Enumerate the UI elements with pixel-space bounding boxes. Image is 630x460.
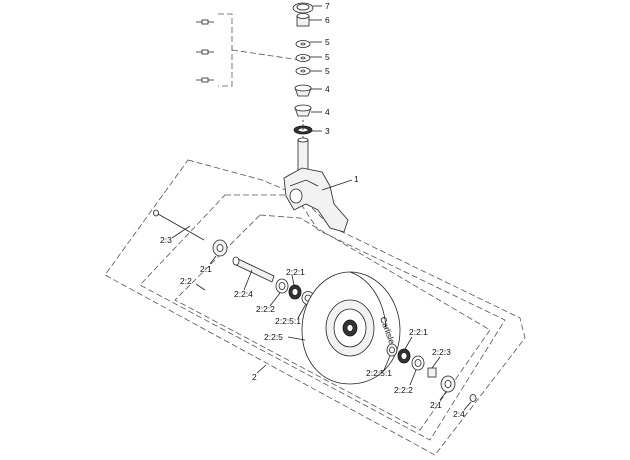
shim-icon: [201, 77, 209, 83]
seal-part-2-2-2: [411, 355, 425, 371]
race-part-2-2-5-1: [386, 343, 398, 357]
callout-6: 6: [325, 15, 330, 25]
callout-4: 4: [325, 107, 330, 117]
spindle-stack: [292, 2, 314, 138]
bolt-part-2-3: [153, 209, 205, 241]
callout-2-2-3: 2:2:3: [432, 347, 451, 357]
axle-sleeve-part-2-2-4: [232, 256, 275, 283]
shim-inset-frame: [218, 13, 233, 87]
washer-part-5: [295, 54, 311, 62]
fork-body: [283, 167, 349, 233]
nut-part-2-4: [469, 394, 477, 402]
callout-2-2-5-1: 2:2:5:1: [275, 316, 301, 326]
callout-5: 5: [325, 66, 330, 76]
callout-frames: [104, 13, 526, 456]
callout-2-2-1: 2:2:1: [286, 267, 305, 277]
assembly-2-frame: [104, 159, 526, 456]
callout-2: 2: [252, 372, 257, 382]
washer-part-5: [295, 40, 311, 48]
wheel-part-2-2-5: Carlisle: [301, 271, 401, 385]
callout-2-2-5: 2:2:5: [264, 332, 283, 342]
right-spacer-group: [440, 375, 477, 402]
callout-2-2-5-1: 2:2:5:1: [366, 368, 392, 378]
shim-icon: [201, 49, 209, 55]
callout-2-1: 2:1: [200, 264, 212, 274]
callout-5: 5: [325, 52, 330, 62]
callout-2-2-2: 2:2:2: [256, 304, 275, 314]
fork-spindle: [297, 139, 309, 173]
seal-part-2-2-2: [275, 278, 289, 294]
fork-hole: [289, 188, 303, 204]
callout-4: 4: [325, 84, 330, 94]
assembly-2-2-frame: [139, 194, 506, 441]
callout-2-2: 2:2: [180, 276, 192, 286]
callout-2-2-2: 2:2:2: [394, 385, 413, 395]
callout-2-4: 2:4: [453, 409, 465, 419]
callout-5: 5: [325, 37, 330, 47]
callout-7: 7: [325, 1, 330, 11]
spacer-part-2-2-3: [427, 367, 437, 378]
callout-2-1: 2:1: [430, 400, 442, 410]
right-bearing-group: [386, 343, 437, 378]
callout-2-2-1: 2:2:1: [409, 327, 428, 337]
shim-inset: [196, 19, 214, 83]
washer-part-5: [295, 67, 311, 75]
caster-fork-part-1: [283, 137, 349, 233]
callout-labels: 7 6 5 5 5 4 4 3 1 2:3 2:1 2:2 2:2:4 2:2:…: [160, 1, 465, 419]
callout-2-2-4: 2:2:4: [234, 289, 253, 299]
spacer-part-2-1: [212, 239, 228, 257]
callout-2-3: 2:3: [160, 235, 172, 245]
shim-inset-leader: [231, 49, 301, 61]
callout-1: 1: [354, 174, 359, 184]
callout-3: 3: [325, 126, 330, 136]
leader-lines: [171, 5, 472, 411]
shim-icon: [201, 19, 209, 25]
assembly-2-2-5-frame: [174, 214, 491, 431]
